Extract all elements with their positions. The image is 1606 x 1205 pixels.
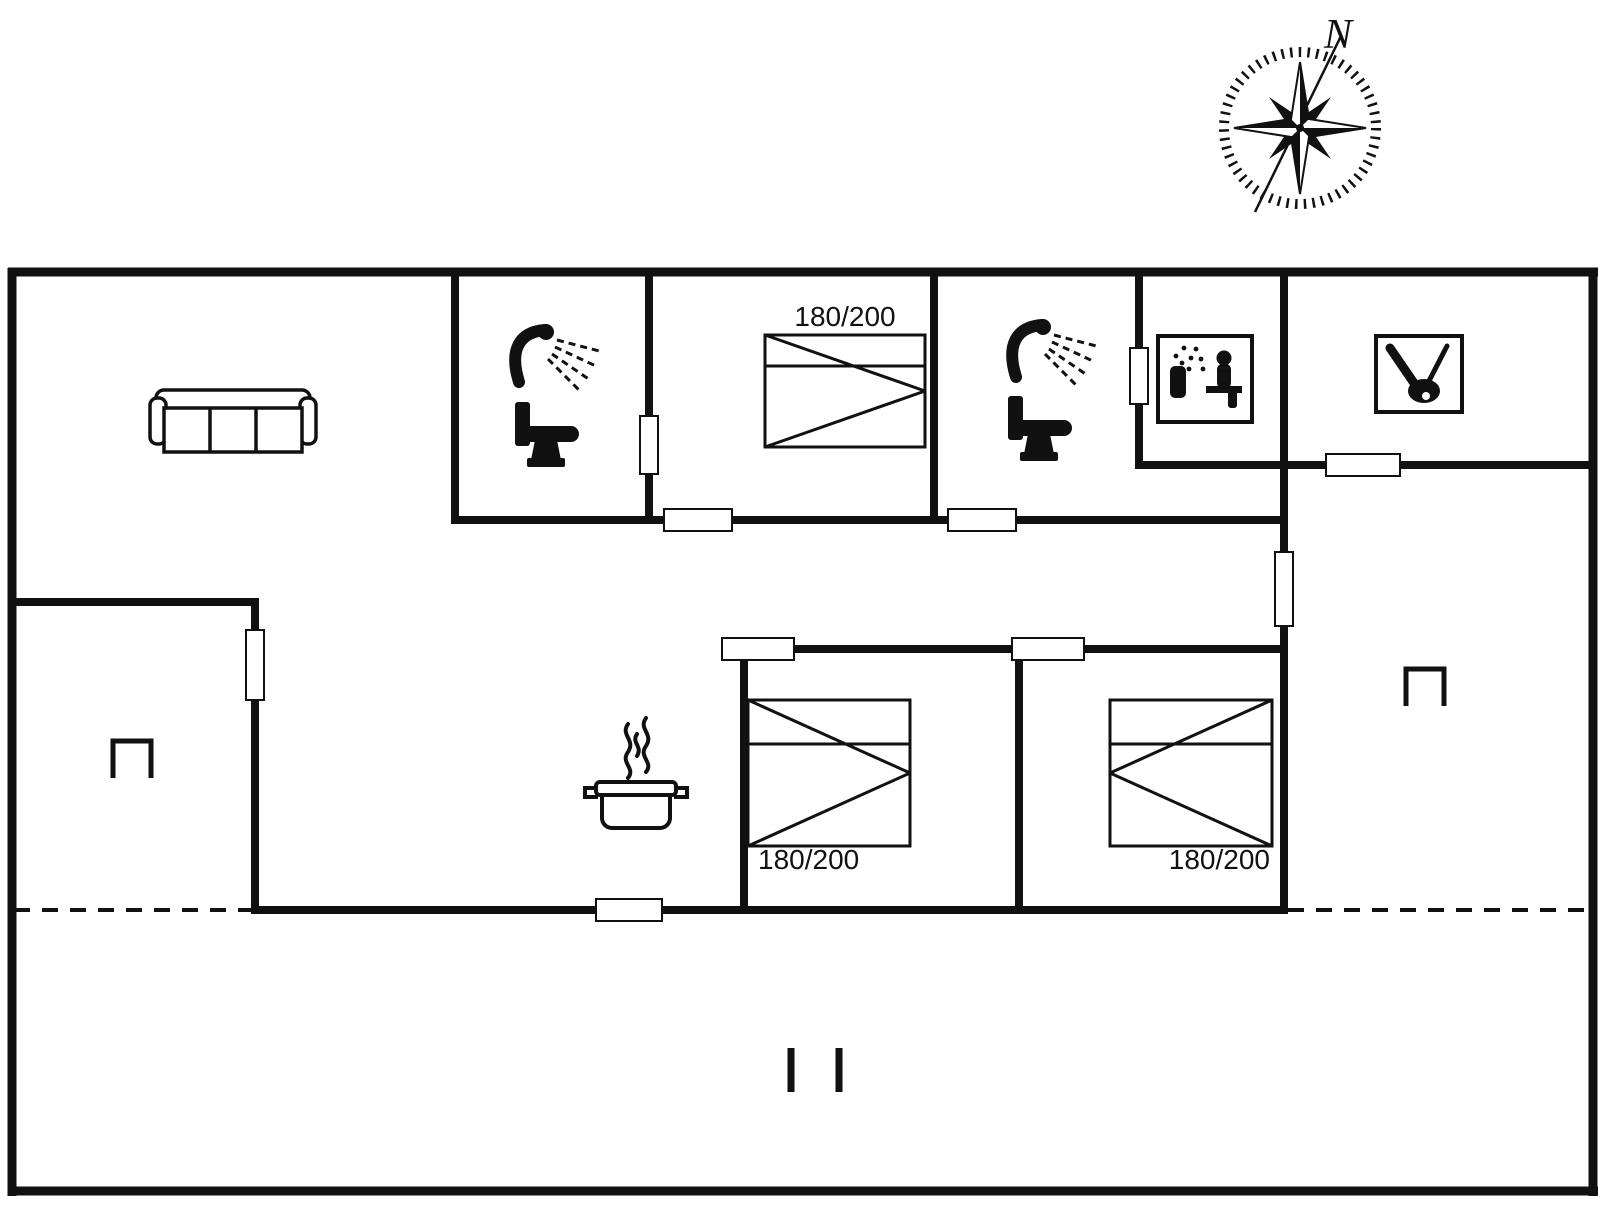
steam-lines: [623, 716, 651, 780]
door-openings: [245, 347, 1401, 922]
door-opening: [1129, 347, 1149, 405]
toilet-pedestal: [1024, 434, 1054, 454]
shower-head: [1035, 319, 1051, 335]
compass-tick-ring: [1219, 47, 1381, 209]
shower-spray: [1043, 333, 1101, 387]
door-opening: [1274, 551, 1294, 627]
cooking-pot-icon: [583, 716, 689, 830]
vacuum-body: [1408, 379, 1440, 403]
bed-lower-left: [746, 698, 912, 848]
bed-duvet-line: [764, 333, 926, 393]
shower-icon: [1006, 319, 1101, 387]
toilet-base: [527, 458, 565, 467]
vacuum-handle: [1385, 343, 1421, 391]
door-opening: [245, 629, 265, 701]
door-opening: [595, 898, 663, 922]
compass-center: [1296, 124, 1304, 132]
bed-duvet-line: [1109, 698, 1273, 775]
toilet-icon: [1008, 396, 1072, 461]
bed-duvet-line: [764, 389, 926, 449]
outer-walls: [7, 267, 1598, 1196]
toilet-seat: [523, 426, 579, 442]
toilet-pedestal: [531, 440, 561, 460]
bed-size-label: 180/200: [1169, 844, 1270, 875]
wall-recess-icon: [110, 738, 154, 778]
door-opening: [639, 415, 659, 475]
shower-head: [538, 324, 554, 340]
sauna-person: [1206, 350, 1242, 408]
vacuum-wheel: [1422, 392, 1430, 400]
door-opening: [1325, 453, 1401, 477]
door-opening: [947, 508, 1017, 532]
sofa-icon: [148, 388, 318, 454]
wall-recess-icon: [1403, 666, 1447, 706]
sauna-heater: [1170, 366, 1186, 398]
bed-duvet-line: [1109, 771, 1273, 848]
compass-point-n: [1300, 62, 1309, 128]
bed-size-label: 180/200: [758, 844, 859, 875]
shower-spray: [546, 338, 604, 392]
door-opening: [721, 637, 795, 661]
compass-point-s: [1291, 128, 1300, 194]
pot-handle-left: [583, 786, 598, 799]
sofa-seat: [162, 406, 304, 454]
sauna-icon: [1156, 334, 1254, 424]
toilet-icon: [515, 402, 579, 467]
toilet-seat: [1016, 420, 1072, 436]
vacuum-hose: [1426, 343, 1450, 384]
sauna-steam-dots: [1173, 345, 1206, 372]
bed-duvet-line: [747, 698, 911, 775]
vacuum-cleaner-icon: [1374, 334, 1464, 414]
pot-handle-right: [674, 786, 689, 799]
shower-icon: [509, 324, 604, 392]
compass-point-w: [1234, 119, 1300, 128]
bed-duvet-line: [747, 771, 911, 848]
bed-size-label: 180/200: [794, 301, 895, 332]
threshold-ticks-icon: [787, 1048, 843, 1092]
pot-body: [600, 793, 672, 830]
door-opening: [1011, 637, 1085, 661]
compass-north-label: N: [1323, 12, 1354, 58]
compass-point-e: [1300, 128, 1366, 137]
compass-rose-icon: N: [1219, 12, 1381, 213]
bed-lower-right: [1108, 698, 1274, 848]
bed-top-middle: [763, 333, 927, 449]
door-opening: [663, 508, 733, 532]
toilet-base: [1020, 452, 1058, 461]
